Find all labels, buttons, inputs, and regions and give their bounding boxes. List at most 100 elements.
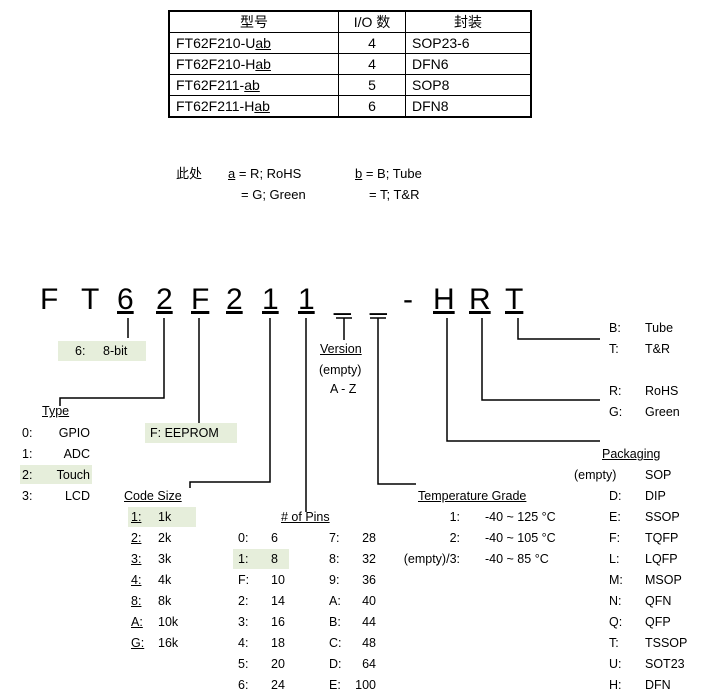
temperature-code: (empty)/3: [403, 552, 460, 566]
pins-code: 9: [329, 573, 340, 587]
part-char-1-size: 1 [262, 283, 279, 316]
packaging-name: QFP [645, 615, 671, 629]
code-size-code: 1: [131, 510, 142, 524]
line-code-size [189, 318, 271, 488]
table-row: FT62F210-Uab 4 SOP23-6 [168, 32, 532, 54]
packaging-code: Q: [609, 615, 623, 629]
note-b-line2: = T; T&R [369, 187, 420, 202]
pins-highlight [233, 549, 289, 569]
part-char-r: R [469, 283, 491, 316]
version-line2: A - Z [330, 382, 357, 396]
type-code: 0: [22, 426, 33, 440]
table-row: FT62F211-Hab 6 DFN8 [168, 95, 532, 118]
packaging-code: L: [609, 552, 620, 566]
packaging-code: T: [609, 636, 619, 650]
part-char-f: F [40, 283, 59, 316]
memory-highlight [145, 423, 237, 443]
temperature-title: Temperature Grade [418, 489, 527, 503]
shipping-name: Tube [645, 321, 674, 335]
code-size-code: 8: [131, 594, 142, 608]
rohs-name: Green [645, 405, 680, 419]
code-size-value: 2k [158, 531, 172, 545]
pins-value: 8 [271, 552, 278, 566]
model-cell: FT62F211-Hab [168, 95, 339, 118]
package-cell: SOP8 [405, 74, 532, 96]
part-char-2-type: 2 [226, 283, 243, 316]
type-name: ADC [63, 447, 90, 461]
packaging-name: DIP [645, 489, 666, 503]
code-size-code: G: [131, 636, 145, 650]
part-char-f-memory: F [191, 283, 210, 316]
pins-code: 7: [329, 531, 340, 545]
temperature-code: 1: [449, 510, 460, 524]
code-size-value: 4k [158, 573, 172, 587]
packaging-code: D: [609, 489, 622, 503]
rohs-code: R: [609, 384, 622, 398]
line-temperature [377, 318, 416, 485]
packaging-code: N: [609, 594, 622, 608]
package-cell: DFN8 [405, 95, 532, 118]
part-char-1-pins: 1 [298, 283, 315, 316]
package-cell: SOP23-6 [405, 32, 532, 54]
code-size-code: A: [131, 615, 143, 629]
pins-code: C: [329, 636, 342, 650]
type-name: GPIO [58, 426, 90, 440]
packaging-code: M: [609, 573, 623, 587]
packaging-code: U: [609, 657, 622, 671]
pins-value: 20 [271, 657, 285, 671]
bit-desc: 8-bit [103, 344, 128, 358]
type-name: LCD [64, 489, 90, 503]
packaging-code: E: [609, 510, 621, 524]
rohs-code: G: [609, 405, 623, 419]
packaging-code: (empty) [574, 468, 617, 482]
code-size-value: 3k [158, 552, 172, 566]
line-shipping [517, 318, 600, 340]
code-size-code: 3: [131, 552, 142, 566]
pins-value: 18 [271, 636, 285, 650]
io-cell: 6 [338, 95, 406, 118]
bit-code: 6: [75, 344, 86, 358]
pins-code: A: [329, 594, 341, 608]
pins-value: 44 [362, 615, 376, 629]
memory-label: F: EEPROM [150, 426, 219, 440]
packaging-name: MSOP [645, 573, 682, 587]
pins-code: 8: [329, 552, 340, 566]
type-highlight [20, 465, 92, 484]
version-title: Version [320, 342, 362, 356]
pins-value: 64 [362, 657, 376, 671]
temperature-range: -40 ~ 105 °C [485, 531, 556, 545]
temperature-range: -40 ~ 125 °C [485, 510, 556, 524]
pins-code: D: [329, 657, 342, 671]
bit-highlight [58, 341, 146, 361]
pins-value: 16 [271, 615, 285, 629]
pins-value: 28 [362, 531, 376, 545]
packaging-name: TSSOP [645, 636, 688, 650]
part-char-t-shipping: T [505, 283, 524, 316]
line-packaging [446, 318, 600, 442]
pins-value: 6 [271, 531, 278, 545]
packaging-code: F: [609, 531, 621, 545]
pins-code: 4: [238, 636, 249, 650]
packaging-name: TQFP [645, 531, 679, 545]
part-char-t: T [81, 283, 100, 316]
shipping-name: T&R [645, 342, 670, 356]
code-size-value: 10k [158, 615, 179, 629]
pins-code: 3: [238, 615, 249, 629]
type-code: 3: [22, 489, 33, 503]
type-name: Touch [56, 468, 90, 482]
part-number-table: 型号 I/O 数 封装 FT62F210-Uab 4 SOP23-6 FT62F… [168, 10, 532, 118]
pins-value: 100 [355, 678, 376, 692]
table-row: FT62F211-ab 5 SOP8 [168, 74, 532, 96]
model-cell: FT62F211-ab [168, 74, 339, 96]
code-size-code: 2: [131, 531, 142, 545]
packaging-name: QFN [645, 594, 672, 608]
table-header-row: 型号 I/O 数 封装 [168, 10, 532, 33]
pins-code: B: [329, 615, 341, 629]
note-b-line1: b = B; Tube [355, 166, 422, 181]
code-size-code: 4: [131, 573, 142, 587]
code-size-highlight [128, 507, 196, 527]
pins-code: E: [329, 678, 341, 692]
code-size-value: 8k [158, 594, 172, 608]
